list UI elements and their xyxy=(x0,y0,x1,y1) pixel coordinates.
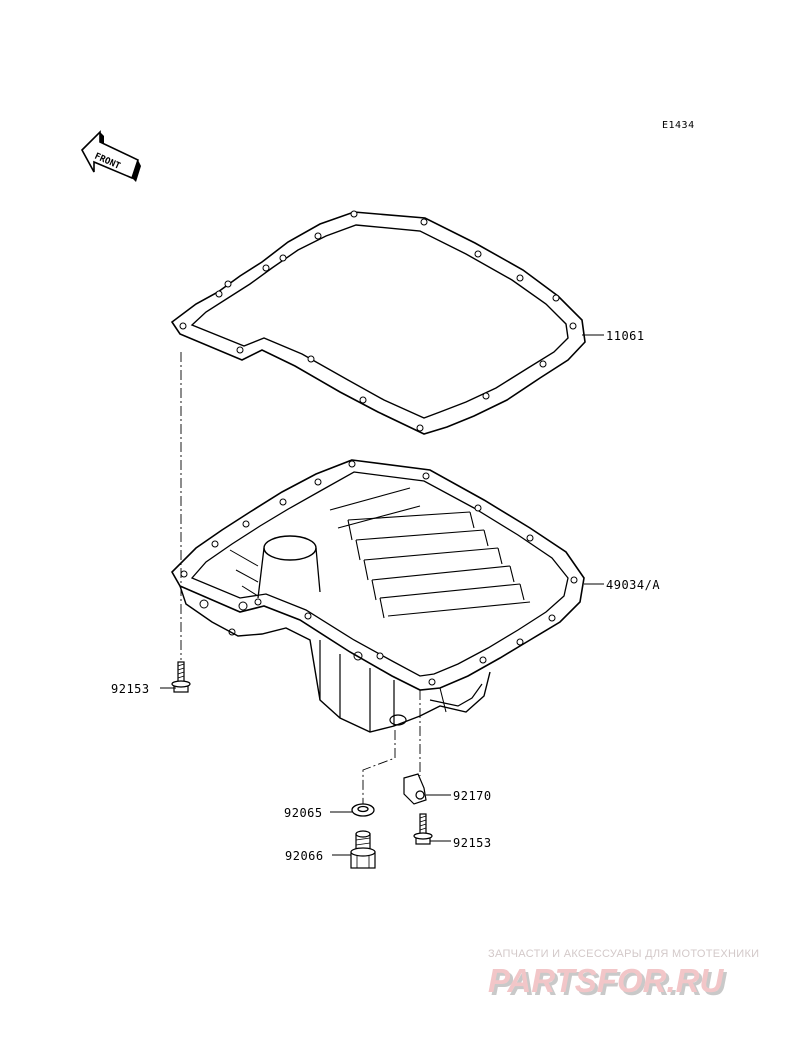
oil-pan-gasket xyxy=(170,210,586,435)
front-arrow-icon: FRONT xyxy=(81,130,141,182)
assembly-centerlines xyxy=(180,352,421,804)
part-label-bolt-left: 92153 xyxy=(111,682,150,696)
watermark-tagline: ЗАПЧАСТИ И АКСЕССУАРЫ ДЛЯ МОТОТЕХНИКИ xyxy=(488,948,760,960)
part-label-oil-pan: 49034/A xyxy=(606,578,661,592)
bolt-bottom xyxy=(413,813,433,845)
part-label-bolt-bottom: 92153 xyxy=(453,836,492,850)
part-label-clamp: 92170 xyxy=(453,789,492,803)
oil-pan xyxy=(171,459,585,733)
washer xyxy=(351,803,375,817)
part-label-gasket: 11061 xyxy=(606,329,645,343)
drain-plug xyxy=(350,830,376,869)
watermark-logo-text: PARTSFOR.RU xyxy=(488,962,724,999)
watermark-logo: PARTSFOR.RU PARTSFOR.RU xyxy=(488,962,727,1002)
diagram-code: E1434 xyxy=(662,120,695,131)
part-label-drain-plug: 92066 xyxy=(285,849,324,863)
bolt-left xyxy=(171,661,191,693)
leader-lines xyxy=(160,334,604,856)
part-label-washer: 92065 xyxy=(284,806,323,820)
clamp xyxy=(403,773,427,805)
watermark-logo-shadow: PARTSFOR.RU xyxy=(491,965,727,1002)
